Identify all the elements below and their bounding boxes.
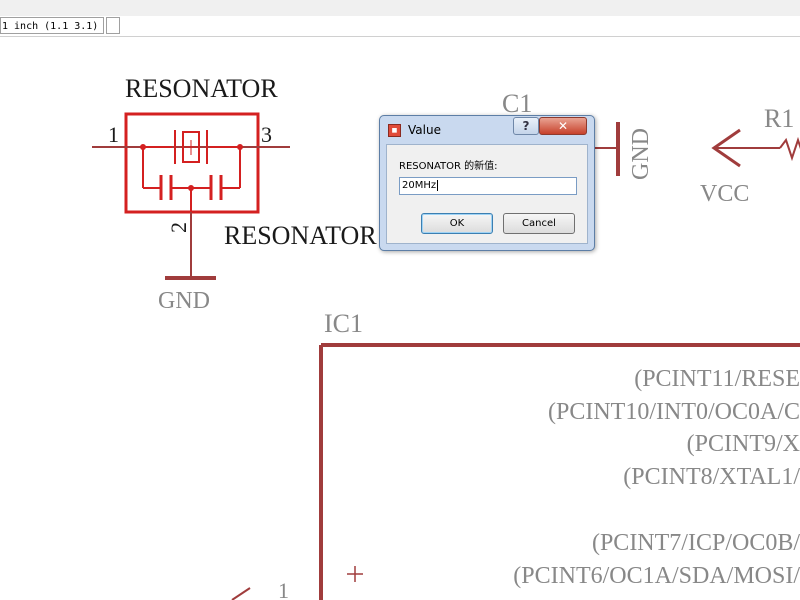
command-line-input[interactable] bbox=[122, 17, 800, 34]
r1-component[interactable]: R1 VCC bbox=[700, 104, 800, 207]
r1-name-label: R1 bbox=[764, 104, 794, 133]
command-history-button[interactable] bbox=[106, 17, 120, 34]
ic1-component[interactable]: IC1 (PCINT11/RESE (PCINT10/INT0/OC0A/C (… bbox=[231, 309, 800, 600]
ic1-pin-label: (PCINT8/XTAL1/ bbox=[623, 464, 800, 490]
c1-name-label: C1 bbox=[502, 89, 532, 118]
ic1-name-label: IC1 bbox=[324, 309, 363, 338]
c1-component[interactable]: C1 GND bbox=[502, 89, 654, 180]
ic1-pin-label: (PCINT7/ICP/OC0B/ bbox=[592, 530, 800, 556]
app-icon: ■ bbox=[388, 124, 401, 137]
dialog-body: RESONATOR 的新值: 20MHz OK Cancel bbox=[386, 144, 588, 244]
ic1-pin-label: (PCINT11/RESE bbox=[634, 366, 800, 392]
resonator-gnd-label: GND bbox=[158, 288, 210, 314]
command-toolbar: 1 inch (1.1 3.1) bbox=[0, 16, 800, 37]
menu-strip bbox=[0, 0, 800, 16]
value-prompt-label: RESONATOR 的新值: bbox=[399, 161, 498, 172]
vcc-label: VCC bbox=[700, 181, 749, 207]
text-caret bbox=[437, 179, 439, 191]
close-icon[interactable]: ✕ bbox=[539, 117, 587, 135]
dialog-title: Value bbox=[408, 123, 441, 137]
resonator-pin-3-label: 3 bbox=[261, 122, 272, 147]
resonator-gnd-symbol[interactable]: GND bbox=[158, 212, 216, 314]
ic1-pin-label: (PCINT6/OC1A/SDA/MOSI/ bbox=[513, 563, 800, 589]
resonator-value-label: RESONATOR bbox=[224, 221, 377, 250]
value-input[interactable]: 20MHz bbox=[399, 177, 577, 195]
value-input-text: 20MHz bbox=[402, 180, 437, 191]
resonator-pin-2-label: 2 bbox=[166, 222, 191, 233]
ok-button[interactable]: OK bbox=[421, 213, 493, 234]
cancel-button[interactable]: Cancel bbox=[503, 213, 575, 234]
ic1-pin-label: (PCINT9/X bbox=[687, 431, 800, 457]
resonator-component[interactable]: RESONATOR 1 3 2 RESONATOR bbox=[92, 74, 377, 250]
c1-gnd-label: GND bbox=[628, 128, 654, 180]
value-dialog: ■ Value ? ✕ RESONATOR 的新值: 20MHz OK Canc… bbox=[379, 115, 595, 251]
resonator-name-label: RESONATOR bbox=[125, 74, 278, 103]
ic1-pin-number-label: 1 bbox=[278, 578, 289, 600]
schematic-canvas[interactable]: RESONATOR 1 3 2 RESONATOR GND C1 bbox=[0, 36, 800, 600]
resonator-pin-1-label: 1 bbox=[108, 122, 119, 147]
ic1-pin-label: (PCINT10/INT0/OC0A/C bbox=[548, 399, 800, 425]
help-icon[interactable]: ? bbox=[513, 117, 539, 135]
coordinate-readout: 1 inch (1.1 3.1) bbox=[0, 17, 104, 34]
